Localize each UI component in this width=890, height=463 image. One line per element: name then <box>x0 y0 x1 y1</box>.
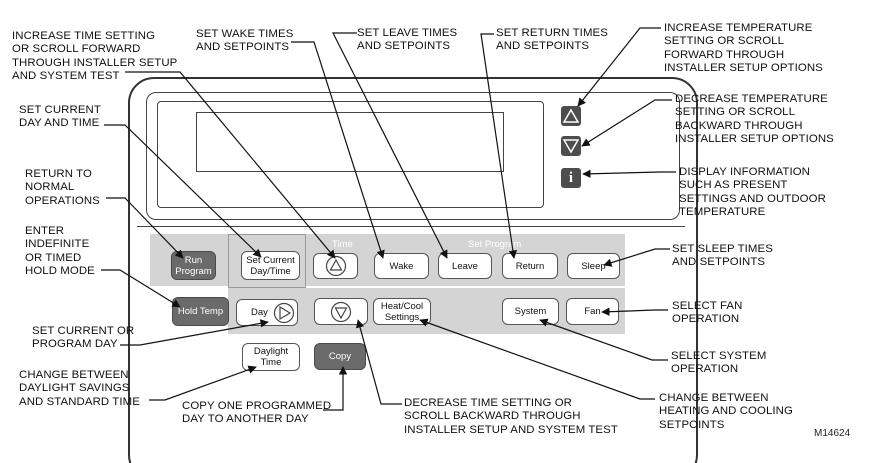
callout-select-fan: SELECT FAN OPERATION <box>672 300 743 326</box>
callout-decrease-temp: DECREASE TEMPERATURE SETTING OR SCROLL B… <box>675 93 834 146</box>
callout-display-info: DISPLAY INFORMATION SUCH AS PRESENT SETT… <box>679 166 826 219</box>
callout-select-system: SELECT SYSTEM OPERATION <box>671 350 767 376</box>
triangle-up-icon <box>562 108 580 123</box>
system-button[interactable]: System <box>502 298 559 325</box>
callout-set-sleep: SET SLEEP TIMES AND SETPOINTS <box>672 243 773 269</box>
leader-enter-hold <box>101 269 181 308</box>
leader-leave <box>332 32 448 259</box>
day-forward-arrow-icon <box>273 302 295 324</box>
callout-set-wake: SET WAKE TIMES AND SETPOINTS <box>196 28 294 54</box>
return-button[interactable]: Return <box>502 253 558 279</box>
leader-increase-temp <box>577 27 661 107</box>
time-down-arrow-icon <box>330 301 352 322</box>
info-icon: i <box>568 170 574 186</box>
triangle-down-icon <box>562 139 580 154</box>
set-program-panel-label: Set Program <box>468 239 522 250</box>
leader-display-info <box>582 169 676 179</box>
set-current-day-time-button[interactable]: Set Current Day/Time <box>241 251 300 280</box>
info-button[interactable]: i <box>561 168 581 188</box>
leader-fan <box>601 307 668 316</box>
time-up-arrow-icon <box>325 255 346 277</box>
copy-button[interactable]: Copy <box>314 343 366 370</box>
callout-return-normal: RETURN TO NORMAL OPERATIONS <box>25 168 100 207</box>
callout-set-leave: SET LEAVE TIMES AND SETPOINTS <box>357 27 458 53</box>
button-door <box>137 226 685 437</box>
callout-set-current-day-time: SET CURRENT DAY AND TIME <box>19 104 101 130</box>
decrease-temperature-button[interactable] <box>561 136 581 156</box>
leader-set-current-day-time <box>104 124 262 258</box>
leader-increase-time <box>125 71 336 259</box>
callout-set-return: SET RETURN TIMES AND SETPOINTS <box>496 27 608 53</box>
day-button-label: Day <box>251 307 268 318</box>
leader-return <box>480 33 518 259</box>
leader-wake <box>291 41 385 259</box>
time-down-button[interactable] <box>314 298 368 325</box>
leader-system <box>539 318 668 361</box>
figure-code: M14624 <box>814 428 851 439</box>
callout-enter-hold: ENTER INDEFINITE OR TIMED HOLD MODE <box>25 225 95 278</box>
increase-temperature-button[interactable] <box>561 106 581 126</box>
leader-return-normal <box>106 197 184 259</box>
leader-decrease-time <box>355 319 402 405</box>
time-panel-label: Time <box>332 239 353 250</box>
leader-copy <box>323 366 348 411</box>
callout-decrease-time: DECREASE TIME SETTING OR SCROLL BACKWARD… <box>404 397 618 436</box>
lcd-screen <box>196 112 504 172</box>
leader-sleep <box>603 248 670 267</box>
callout-increase-temp: INCREASE TEMPERATURE SETTING OR SCROLL F… <box>664 22 823 75</box>
leader-program-day <box>120 319 269 346</box>
callout-copy-day: COPY ONE PROGRAMMED DAY TO ANOTHER DAY <box>182 400 332 426</box>
callout-set-current-program-day: SET CURRENT OR PROGRAM DAY <box>32 325 135 351</box>
leader-daylight <box>149 365 257 401</box>
leader-decrease-temp <box>581 99 672 147</box>
callout-change-heat-cool: CHANGE BETWEEN HEATING AND COOLING SETPO… <box>659 392 793 431</box>
callout-change-daylight: CHANGE BETWEEN DAYLIGHT SAVINGS AND STAN… <box>19 369 140 408</box>
callout-increase-time: INCREASE TIME SETTING OR SCROLL FORWARD … <box>12 30 178 83</box>
leader-heat-cool <box>419 318 655 400</box>
hold-temp-button[interactable]: Hold Temp <box>172 297 229 326</box>
